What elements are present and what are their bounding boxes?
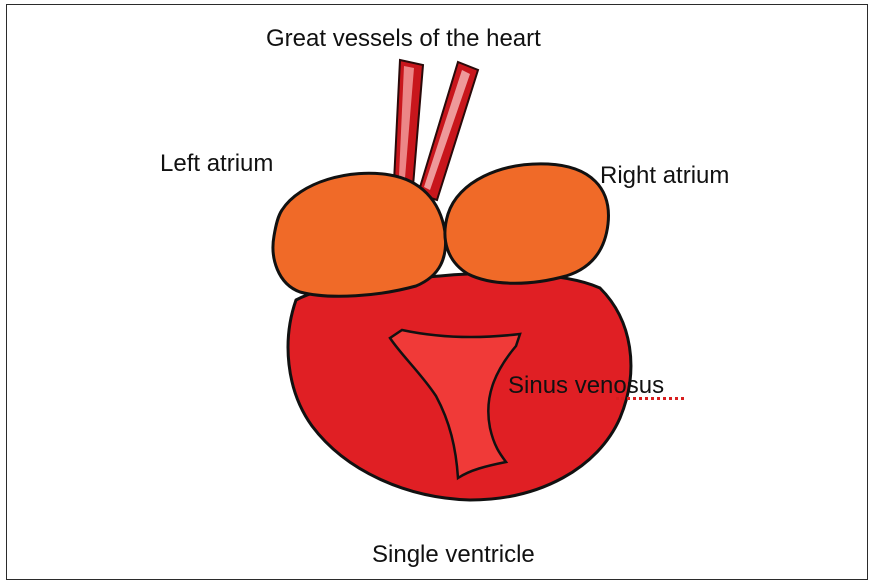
left-atrium xyxy=(273,173,446,296)
label-single-ventricle: Single ventricle xyxy=(372,543,535,567)
label-great-vessels: Great vessels of the heart xyxy=(266,27,541,51)
great-vessel-right-highlight xyxy=(424,70,470,190)
spellcheck-underline xyxy=(616,397,684,400)
label-left-atrium: Left atrium xyxy=(160,152,273,176)
right-atrium xyxy=(445,164,609,283)
label-sinus-venosus: Sinus venosus xyxy=(508,374,664,398)
label-right-atrium: Right atrium xyxy=(600,164,729,188)
